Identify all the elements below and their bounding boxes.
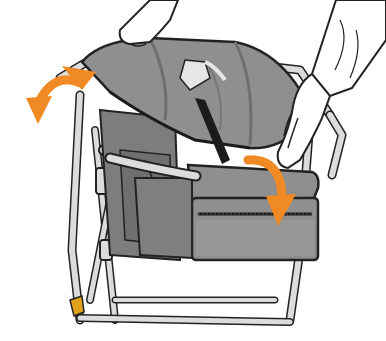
right-arm-sleeve (312, 0, 386, 96)
lock-clip (70, 296, 84, 316)
side-bag (135, 165, 318, 260)
